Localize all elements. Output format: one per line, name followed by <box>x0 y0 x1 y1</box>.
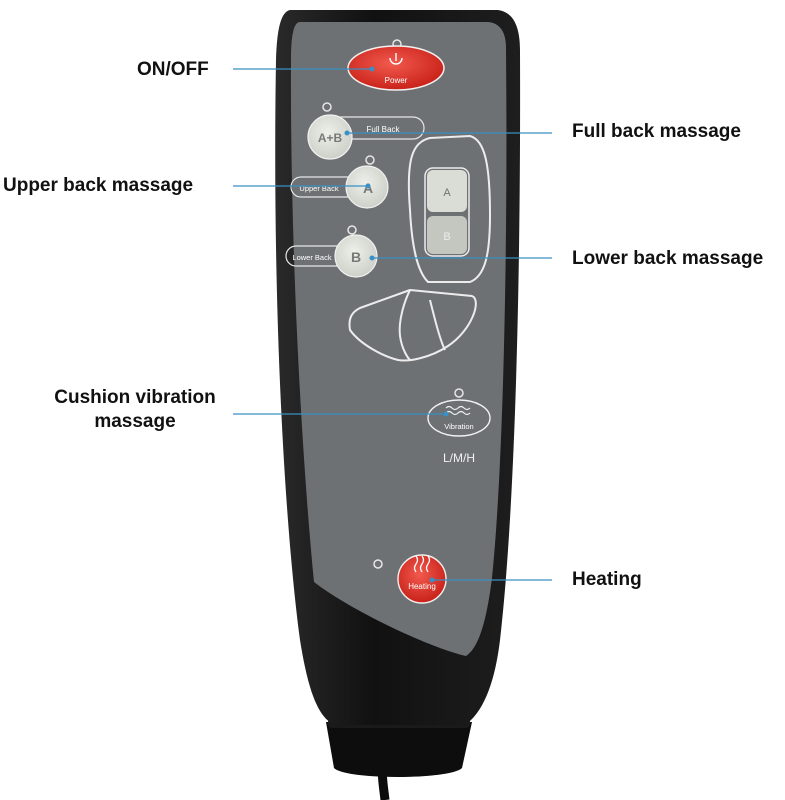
lower-back-indicator-led <box>347 225 357 235</box>
callout-lower-back-massage: Lower back massage <box>572 248 764 269</box>
callout-cushion-vibration: Cushion vibration massage <box>40 386 230 434</box>
callout-cushion-line-2: massage <box>94 411 176 432</box>
leader-dots <box>344 66 449 583</box>
callout-upper-back-massage: Upper back massage <box>3 175 194 196</box>
lower-back-button-text: B <box>351 249 361 265</box>
upper-back-indicator-led <box>365 155 375 165</box>
zone-b-label: B <box>443 231 450 243</box>
leader-lines <box>233 68 552 581</box>
full-back-button-text: A+B <box>318 131 343 145</box>
zone-indicator-frame <box>424 167 470 257</box>
vibration-levels-label: L/M/H <box>443 451 475 465</box>
callout-cushion-line-1: Cushion vibration <box>54 387 216 408</box>
heating-button-label: Heating <box>408 582 436 591</box>
zone-a-segment <box>427 170 467 212</box>
massage-chair-outline-icon <box>348 135 491 362</box>
zone-b-segment <box>427 216 467 254</box>
strain-relief <box>326 722 472 777</box>
power-button[interactable] <box>347 45 445 91</box>
vibration-button-label: Vibration <box>444 422 473 431</box>
callout-on-off: ON/OFF <box>137 59 209 80</box>
callout-heating: Heating <box>572 569 642 590</box>
callout-full-back-massage: Full back massage <box>572 121 741 142</box>
upper-back-button-label: Upper Back <box>299 184 338 193</box>
power-button-label: Power <box>385 76 408 85</box>
vibration-indicator-led <box>454 388 464 398</box>
vibration-wave-icon <box>445 405 471 416</box>
vibration-button[interactable] <box>427 399 491 437</box>
heating-button[interactable] <box>397 554 447 604</box>
power-icon <box>389 53 403 65</box>
lower-back-button[interactable] <box>334 234 378 278</box>
full-back-button[interactable] <box>307 114 353 160</box>
heat-waves-icon <box>413 555 431 573</box>
heating-indicator-led <box>373 559 383 569</box>
zone-a-label: A <box>443 187 451 199</box>
full-back-indicator-led <box>322 102 332 112</box>
full-back-button-label: Full Back <box>367 125 401 134</box>
lower-back-button-label: Lower Back <box>292 253 331 262</box>
